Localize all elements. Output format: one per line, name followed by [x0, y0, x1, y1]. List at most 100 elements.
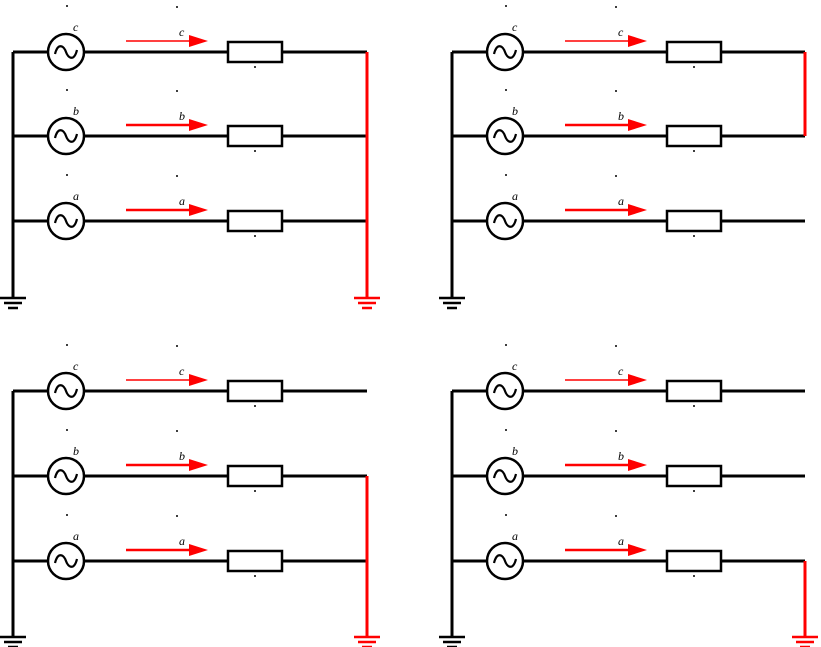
- current-arrow-head-icon: [189, 459, 208, 471]
- sine-wave-icon: [492, 469, 518, 483]
- phasor-dot: [254, 235, 256, 237]
- ground-symbol-icon: [0, 635, 26, 647]
- current-label: b: [618, 109, 624, 123]
- phasor-dot: [693, 575, 695, 577]
- load-impedance-icon: [226, 464, 284, 488]
- phasor-dot: [693, 150, 695, 152]
- phasor-dot: [254, 575, 256, 577]
- source-label: b: [73, 444, 79, 458]
- load-impedance-icon: [226, 209, 284, 233]
- phasor-dot: [505, 514, 507, 516]
- fault-ground-symbol-icon: [354, 635, 380, 647]
- sine-wave-icon: [53, 45, 79, 59]
- source-label: b: [73, 104, 79, 118]
- sine-wave-icon: [53, 214, 79, 228]
- current-label: a: [618, 194, 624, 208]
- phasor-dot: [176, 90, 178, 92]
- source-label: b: [512, 104, 518, 118]
- sine-wave-icon: [492, 384, 518, 398]
- current-arrow-head-icon: [628, 35, 647, 47]
- ground-symbol-icon: [0, 296, 26, 310]
- phasor-dot: [66, 344, 68, 346]
- phasor-dot: [693, 235, 695, 237]
- load-impedance-icon: [665, 209, 723, 233]
- current-label: c: [179, 364, 185, 378]
- source-label: c: [512, 20, 518, 34]
- phasor-dot: [66, 514, 68, 516]
- sine-wave-icon: [492, 129, 518, 143]
- sine-wave-icon: [53, 384, 79, 398]
- phasor-dot: [615, 90, 617, 92]
- phasor-dot: [66, 5, 68, 7]
- phasor-dot: [254, 66, 256, 68]
- current-label: c: [179, 25, 185, 39]
- load-impedance-icon: [665, 124, 723, 148]
- phasor-dot: [615, 175, 617, 177]
- sine-wave-icon: [492, 45, 518, 59]
- ground-symbol-icon: [439, 635, 465, 647]
- phasor-dot: [505, 174, 507, 176]
- current-label: b: [618, 449, 624, 463]
- current-arrow-head-icon: [628, 119, 647, 131]
- phasor-dot: [176, 430, 178, 432]
- source-label: a: [512, 189, 518, 203]
- current-arrow-head-icon: [628, 374, 647, 386]
- fault-ground-symbol-icon: [792, 635, 818, 647]
- current-label: c: [618, 25, 624, 39]
- phasor-dot: [66, 429, 68, 431]
- current-arrow-head-icon: [189, 374, 208, 386]
- load-impedance-icon: [665, 464, 723, 488]
- sine-wave-icon: [492, 214, 518, 228]
- source-label: c: [73, 20, 79, 34]
- phasor-dot: [505, 5, 507, 7]
- current-label: b: [179, 449, 185, 463]
- phasor-dot: [176, 345, 178, 347]
- phasor-dot: [693, 66, 695, 68]
- source-label: a: [73, 189, 79, 203]
- source-label: b: [512, 444, 518, 458]
- phasor-dot: [615, 430, 617, 432]
- phasor-dot: [615, 515, 617, 517]
- load-impedance-icon: [226, 124, 284, 148]
- current-arrow-head-icon: [628, 544, 647, 556]
- load-impedance-icon: [665, 40, 723, 64]
- current-arrow-head-icon: [189, 119, 208, 131]
- phasor-dot: [176, 515, 178, 517]
- phasor-dot: [66, 174, 68, 176]
- ground-symbol-icon: [439, 296, 465, 310]
- current-arrow-head-icon: [189, 35, 208, 47]
- current-arrow-head-icon: [628, 459, 647, 471]
- phasor-dot: [254, 490, 256, 492]
- load-impedance-icon: [226, 379, 284, 403]
- source-label: a: [512, 529, 518, 543]
- current-label: b: [179, 109, 185, 123]
- phasor-dot: [505, 429, 507, 431]
- current-label: c: [618, 364, 624, 378]
- load-impedance-icon: [665, 549, 723, 573]
- source-label: c: [73, 359, 79, 373]
- source-label: c: [512, 359, 518, 373]
- phasor-dot: [176, 6, 178, 8]
- phasor-dot: [693, 490, 695, 492]
- fault-ground-symbol-icon: [354, 296, 380, 310]
- load-impedance-icon: [226, 40, 284, 64]
- load-impedance-icon: [665, 379, 723, 403]
- load-impedance-icon: [226, 549, 284, 573]
- current-arrow-head-icon: [628, 204, 647, 216]
- source-label: a: [73, 529, 79, 543]
- phasor-dot: [176, 175, 178, 177]
- phasor-dot: [254, 150, 256, 152]
- phasor-dot: [66, 89, 68, 91]
